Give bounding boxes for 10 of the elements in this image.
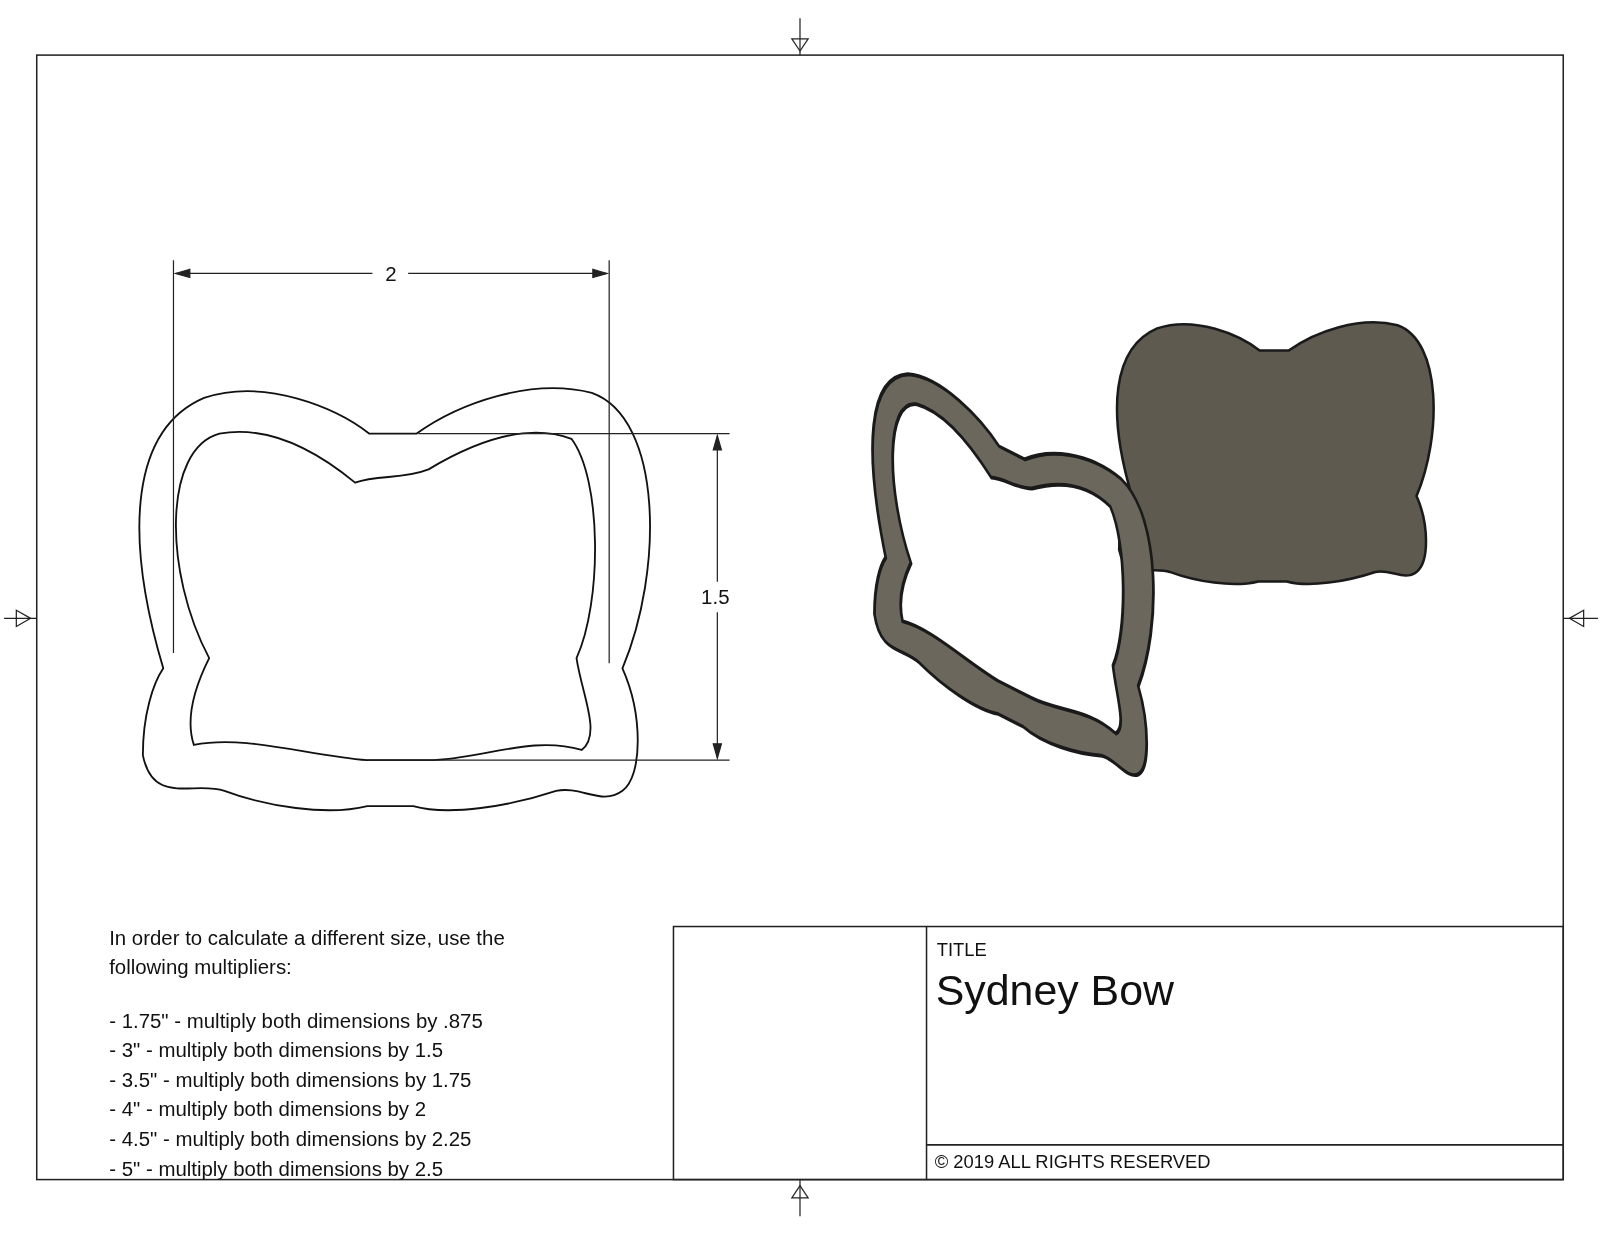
note-text: - 1.75" - multiply both dimensions by .875 bbox=[109, 1010, 483, 1031]
title-caption: TITLE bbox=[936, 940, 987, 960]
note-text: - 4.5" - multiply both dimensions by 2.25 bbox=[109, 1128, 472, 1149]
note-text: - 3.5" - multiply both dimensions by 1.75 bbox=[109, 1069, 472, 1090]
note-text: - 4" - multiply both dimensions by 2 bbox=[109, 1098, 427, 1120]
copyright-text: © 2019 ALL RIGHTS RESERVED bbox=[934, 1153, 1211, 1172]
note-text: In order to calculate a different size, use the following multipliers: bbox=[109, 925, 506, 981]
drawing-title: Sydney Bow bbox=[935, 969, 1174, 1013]
note-text: - 5" - multiply both dimensions by 2.5 bbox=[109, 1158, 444, 1179]
note-text: - 3" - multiply both dimensions by 1.5 bbox=[109, 1039, 444, 1061]
